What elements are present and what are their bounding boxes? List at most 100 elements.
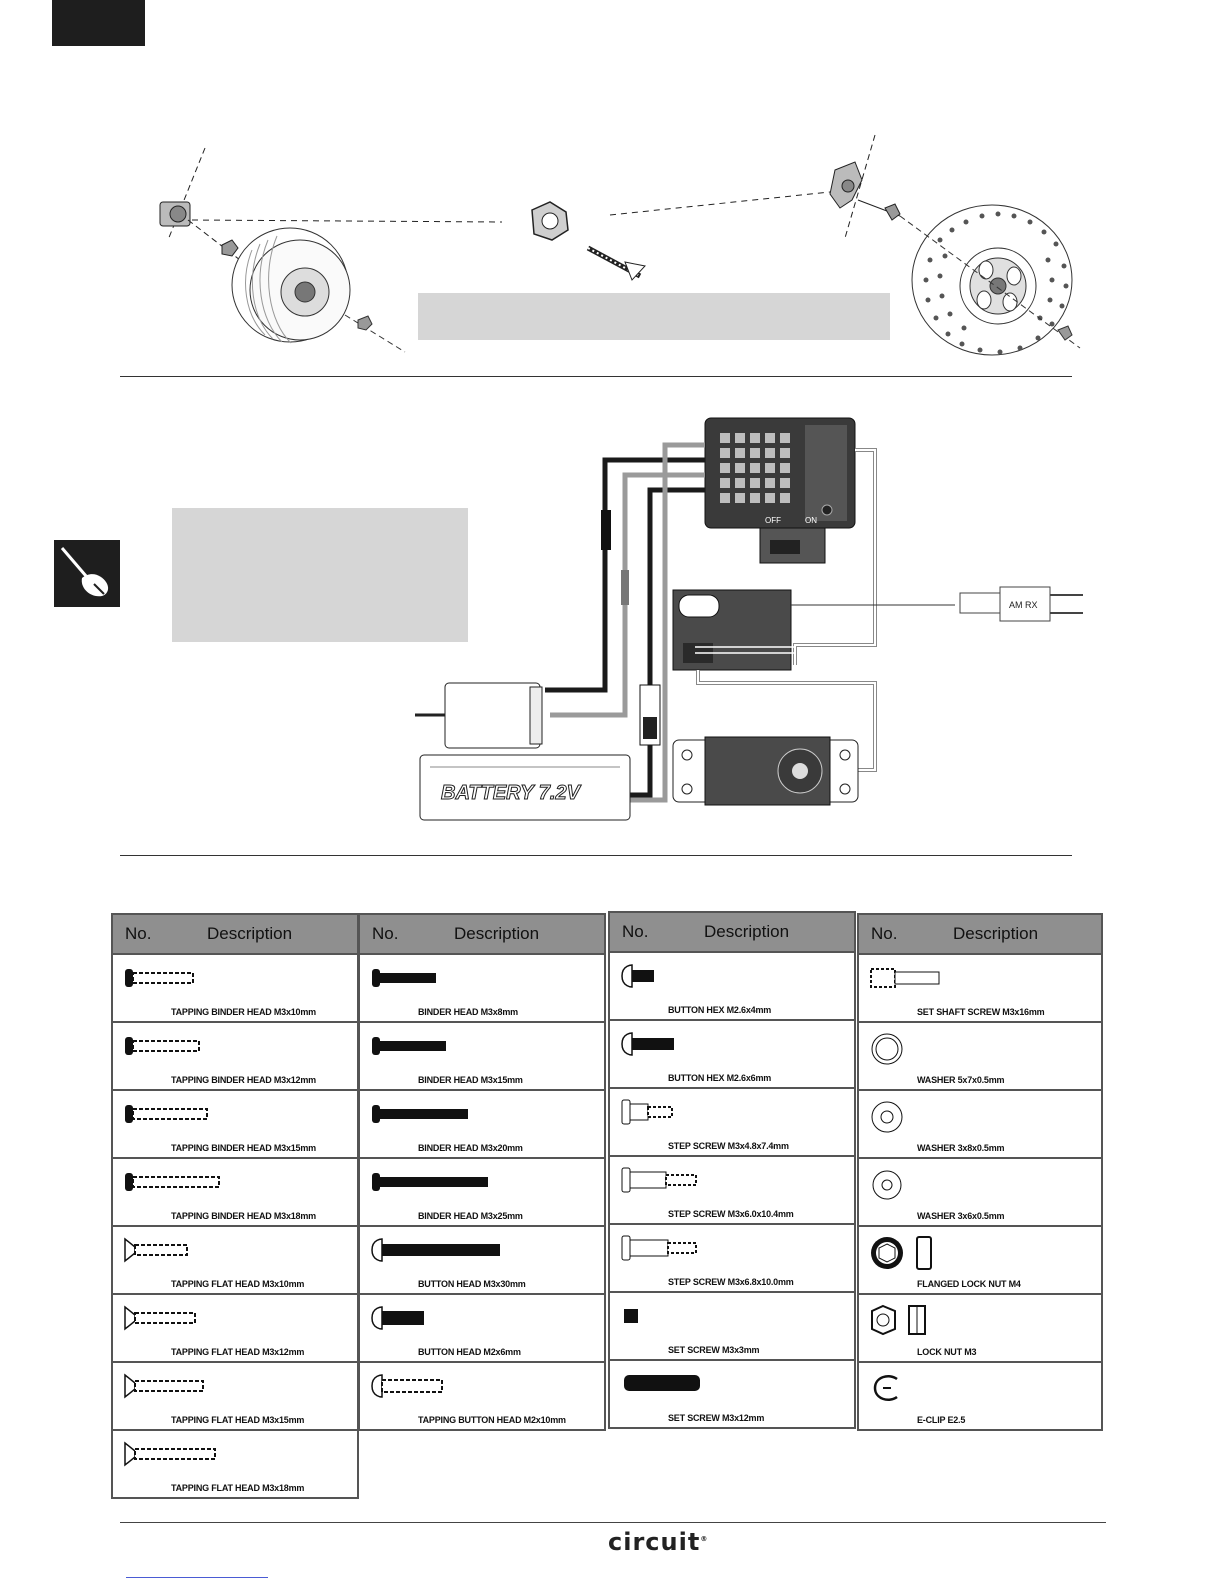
part-row: TAPPING BINDER HEAD M3x10mm	[113, 955, 357, 1023]
part-row: BINDER HEAD M3x8mm	[360, 955, 604, 1023]
part-row: WASHER 3x8x0.5mm	[859, 1091, 1101, 1159]
parts-table-header: No. Description	[113, 915, 357, 955]
footer-divider	[120, 1522, 1106, 1523]
washer-icon	[872, 1170, 902, 1200]
wire-connector	[601, 510, 611, 550]
esc-unit-icon: OFF ON	[704, 417, 856, 564]
part-row: LOCK NUT M3	[859, 1295, 1101, 1363]
binder-screw-icon	[372, 1105, 468, 1123]
tapping-binder-screw-icon	[125, 969, 194, 987]
header-no: No.	[871, 924, 898, 943]
parts-table-2: No. Description BINDER HEAD M3x8mm BINDE…	[358, 913, 606, 1431]
rear-wheel-icon	[899, 204, 1081, 356]
part-row: TAPPING BUTTON HEAD M2x10mm	[360, 1363, 604, 1429]
tapping-flat-screw-icon	[124, 1237, 188, 1263]
part-row: STEP SCREW M3x6.0x10.4mm	[610, 1157, 854, 1225]
parts-table-header: No. Description	[360, 915, 604, 955]
part-description: BINDER HEAD M3x20mm	[418, 1143, 523, 1153]
part-row: WASHER 5x7x0.5mm	[859, 1023, 1101, 1091]
part-description: BUTTON HEAD M2x6mm	[418, 1347, 521, 1357]
wheel-hex-adapter-icon	[531, 201, 569, 241]
brand-logo: circuit®	[608, 1528, 709, 1556]
tapping-flat-screw-icon	[124, 1373, 204, 1399]
axle-pin-icon	[586, 245, 646, 281]
part-description: TAPPING FLAT HEAD M3x15mm	[171, 1415, 305, 1425]
set-screw-icon	[624, 1375, 700, 1391]
electronics-note-box	[172, 508, 468, 642]
set-screw-icon	[624, 1309, 638, 1323]
part-row: BUTTON HEX M2.6x4mm	[610, 953, 854, 1021]
step-screw-icon	[621, 1167, 697, 1193]
steering-servo-icon	[672, 736, 859, 806]
wheel-note-box	[418, 293, 890, 340]
battery-pack-icon: BATTERY 7.2V	[419, 754, 631, 821]
part-description: TAPPING FLAT HEAD M3x10mm	[171, 1279, 305, 1289]
page-corner-tab	[52, 0, 145, 46]
part-description: TAPPING BINDER HEAD M3x18mm	[171, 1211, 316, 1221]
part-row: TAPPING BINDER HEAD M3x12mm	[113, 1023, 357, 1091]
part-description: TAPPING FLAT HEAD M3x18mm	[171, 1483, 305, 1493]
parts-table-4: No. Description SET SHAFT SCREW M3x16mm …	[857, 913, 1103, 1431]
step-screw-icon	[621, 1099, 673, 1125]
switch-on-label: ON	[805, 516, 817, 525]
part-description: BINDER HEAD M3x25mm	[418, 1211, 523, 1221]
part-description: WASHER 3x8x0.5mm	[917, 1143, 1005, 1153]
part-description: STEP SCREW M3x4.8x7.4mm	[668, 1141, 789, 1151]
part-row: BUTTON HEX M2.6x6mm	[610, 1021, 854, 1089]
crystal-icon: AM RX	[959, 586, 1083, 622]
header-no: No.	[125, 924, 152, 943]
motor-icon	[415, 682, 543, 749]
part-row: BUTTON HEAD M2x6mm	[360, 1295, 604, 1363]
washer-icon	[871, 1033, 903, 1065]
tapping-button-screw-icon	[371, 1374, 443, 1398]
binder-screw-icon	[372, 1037, 446, 1055]
e-clip-icon	[873, 1375, 898, 1401]
part-row: TAPPING BINDER HEAD M3x15mm	[113, 1091, 357, 1159]
part-row: TAPPING FLAT HEAD M3x10mm	[113, 1227, 357, 1295]
screwdriver-icon	[60, 547, 109, 597]
header-description: Description	[953, 924, 1039, 943]
part-description: STEP SCREW M3x6.8x10.0mm	[668, 1277, 794, 1287]
tool-section-icon	[54, 540, 120, 607]
part-description: BUTTON HEX M2.6x6mm	[668, 1073, 772, 1083]
part-row: SET SHAFT SCREW M3x16mm	[859, 955, 1101, 1023]
switch-off-label: OFF	[765, 516, 781, 525]
brand-logo-text: circuit	[608, 1528, 701, 1556]
part-row: TAPPING FLAT HEAD M3x18mm	[113, 1431, 357, 1497]
part-description: E-CLIP E2.5	[917, 1415, 966, 1425]
part-row: BUTTON HEAD M3x30mm	[360, 1227, 604, 1295]
part-row: SET SCREW M3x12mm	[610, 1361, 854, 1427]
part-row: TAPPING FLAT HEAD M3x15mm	[113, 1363, 357, 1431]
part-description: SET SHAFT SCREW M3x16mm	[917, 1007, 1045, 1017]
footer-link-underline[interactable]	[126, 1577, 268, 1578]
tapping-flat-screw-icon	[124, 1441, 216, 1467]
part-row: E-CLIP E2.5	[859, 1363, 1101, 1429]
flanged-lock-nut-icon	[871, 1236, 932, 1270]
part-row: SET SCREW M3x3mm	[610, 1293, 854, 1361]
part-description: TAPPING BINDER HEAD M3x15mm	[171, 1143, 316, 1153]
section-divider	[120, 376, 1072, 377]
battery-connector-icon	[639, 684, 661, 746]
tapping-binder-screw-icon	[125, 1173, 220, 1191]
binder-screw-icon	[372, 969, 436, 987]
parts-table-1: No. Description TAPPING BINDER HEAD M3x1…	[111, 913, 359, 1499]
header-description: Description	[454, 924, 540, 943]
crystal-label: AM RX	[1009, 600, 1038, 610]
part-description: TAPPING BINDER HEAD M3x10mm	[171, 1007, 316, 1017]
part-row: BINDER HEAD M3x25mm	[360, 1159, 604, 1227]
part-row: BINDER HEAD M3x20mm	[360, 1091, 604, 1159]
part-description: BINDER HEAD M3x15mm	[418, 1075, 523, 1085]
part-row: FLANGED LOCK NUT M4	[859, 1227, 1101, 1295]
section-divider	[120, 855, 1072, 856]
part-description: BUTTON HEX M2.6x4mm	[668, 1005, 772, 1015]
front-knuckle-icon	[159, 147, 241, 261]
wiring-diagram: OFF ON AM RX	[415, 417, 1083, 821]
parts-table-header: No. Description	[859, 915, 1101, 955]
receiver-unit-icon	[672, 589, 795, 671]
part-description: TAPPING BINDER HEAD M3x12mm	[171, 1075, 316, 1085]
part-description: SET SCREW M3x12mm	[668, 1413, 765, 1423]
wire-connector	[621, 570, 629, 605]
part-description: TAPPING FLAT HEAD M3x12mm	[171, 1347, 305, 1357]
set-shaft-screw-icon	[870, 968, 940, 988]
part-row: BINDER HEAD M3x15mm	[360, 1023, 604, 1091]
